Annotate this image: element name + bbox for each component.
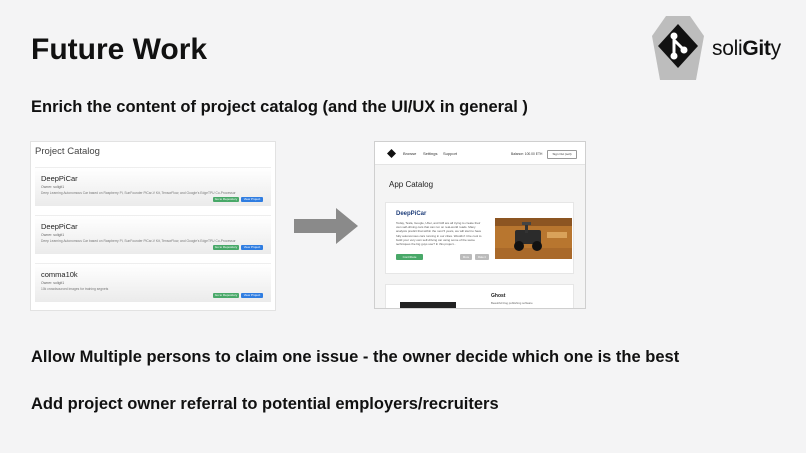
view-project-button[interactable]: View Project bbox=[241, 245, 263, 250]
deeppicar-photo bbox=[495, 218, 572, 259]
app-catalog-screenshot: Browse Settings Support Balance: 100.00 … bbox=[374, 141, 586, 309]
project-catalog-title: Project Catalog bbox=[35, 146, 100, 157]
git-logo-icon bbox=[652, 16, 704, 80]
contribute-button[interactable]: Contribute bbox=[396, 254, 423, 260]
project-description: Deep Learning Autonomous Car based on Ra… bbox=[41, 191, 236, 195]
project-description: 10k crowdsourced images for training seg… bbox=[41, 287, 109, 291]
nav-browse[interactable]: Browse bbox=[403, 151, 417, 156]
bullet-multiple-claims: Allow Multiple persons to claim one issu… bbox=[31, 348, 680, 366]
app-description: Today, Tesla, Google, Uber, and GM are a… bbox=[396, 221, 482, 247]
go-to-repository-button[interactable]: Go to Repository bbox=[213, 197, 239, 202]
project-name: DeepPiCar bbox=[41, 174, 78, 183]
project-name: DeepPiCar bbox=[41, 222, 78, 231]
project-card: DeepPiCar Owner: soligit1 Deep Learning … bbox=[35, 215, 271, 254]
bullet-enrich-catalog: Enrich the content of project catalog (a… bbox=[31, 98, 528, 116]
git-logo-icon bbox=[387, 149, 396, 158]
view-project-button[interactable]: View Project bbox=[241, 197, 263, 202]
top-navbar: Browse Settings Support Balance: 100.00 … bbox=[375, 142, 585, 165]
logo-text: soliGity bbox=[712, 37, 781, 60]
app-name[interactable]: DeepPiCar bbox=[396, 211, 427, 217]
featured-app-card: DeepPiCar Today, Tesla, Google, Uber, an… bbox=[385, 202, 574, 274]
app-thumbnail bbox=[400, 302, 456, 308]
go-to-repository-button[interactable]: Go to Repository bbox=[213, 245, 239, 250]
project-owner: Owner: soligit1 bbox=[41, 281, 65, 285]
project-card: comma10k Owner: soligit1 10k crowdsource… bbox=[35, 263, 271, 302]
app-description: Beautiful blog publishing software bbox=[491, 301, 533, 305]
more-button[interactable]: More bbox=[460, 254, 472, 260]
app-name[interactable]: Ghost bbox=[491, 293, 506, 299]
arrow-right-icon bbox=[294, 208, 358, 244]
go-to-repository-button[interactable]: Go to Repository bbox=[213, 293, 239, 298]
project-name: comma10k bbox=[41, 270, 78, 279]
view-project-button[interactable]: View Project bbox=[241, 293, 263, 298]
soligity-logo: soliGity bbox=[652, 16, 802, 82]
nav-support[interactable]: Support bbox=[443, 151, 458, 156]
project-card: DeepPiCar Owner: soligit1 Deep Learning … bbox=[35, 167, 271, 206]
project-owner: Owner: soligit1 bbox=[41, 185, 65, 189]
bullet-owner-referral: Add project owner referral to potential … bbox=[31, 395, 499, 413]
app-card: Ghost Beautiful blog publishing software bbox=[385, 284, 574, 308]
nav-settings[interactable]: Settings bbox=[423, 151, 438, 156]
app-catalog-title: App Catalog bbox=[389, 180, 434, 189]
sign-out-button[interactable]: Sign Out (soli) bbox=[547, 150, 577, 159]
project-description: Deep Learning Autonomous Car based on Ra… bbox=[41, 239, 236, 243]
rate-button[interactable]: Rate it bbox=[475, 254, 489, 260]
project-owner: Owner: soligit1 bbox=[41, 233, 65, 237]
project-catalog-screenshot: Project Catalog DeepPiCar Owner: soligit… bbox=[30, 141, 276, 311]
slide-title: Future Work bbox=[31, 33, 208, 66]
balance-display: Balance: 100.00 ETH bbox=[511, 152, 543, 156]
